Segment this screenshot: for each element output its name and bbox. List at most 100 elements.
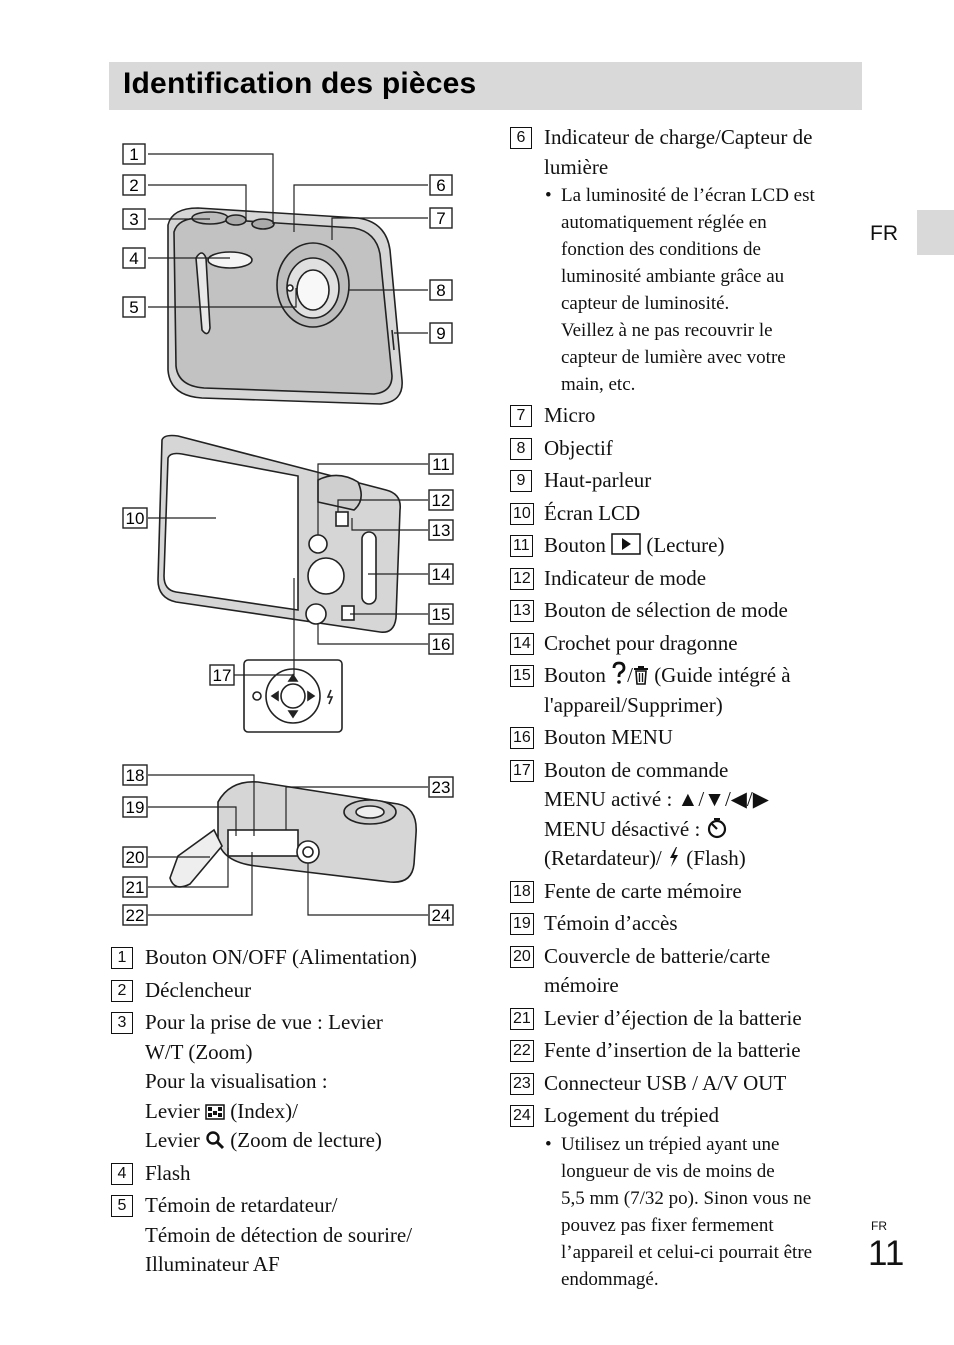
svg-text:7: 7 [436,209,445,228]
callout-22: 22 [122,904,148,926]
language-side-tab [917,210,954,255]
item-number: 16 [510,727,534,749]
item-number: 1 [111,947,133,969]
list-item: 19 Témoin d’accès [510,909,870,939]
svg-text:6: 6 [436,176,445,195]
item-number: 12 [510,567,534,590]
svg-text:19: 19 [126,798,145,817]
item-number: 15 [510,665,534,687]
list-item: 2 Déclencheur [111,976,481,1006]
flash-icon [670,847,679,867]
callout-24: 24 [428,904,454,926]
svg-text:20: 20 [126,848,145,867]
callout-11: 11 [428,453,454,475]
svg-text:24: 24 [432,906,451,925]
camera-diagram: 1 2 3 4 5 6 7 8 9 10 11 12 13 14 15 16 1… [118,140,458,940]
callout-9: 9 [429,322,453,344]
question-icon [612,661,626,684]
svg-text:10: 10 [126,509,145,528]
item-number: 22 [510,1040,534,1062]
svg-text:21: 21 [126,878,145,897]
svg-text:8: 8 [436,281,445,300]
svg-text:3: 3 [129,210,138,229]
item-number: 10 [510,502,534,525]
callout-19: 19 [122,796,148,818]
item-number: 21 [510,1007,534,1030]
list-item: 9 Haut-parleur [510,466,870,496]
list-item: 11 Bouton (Lecture) [510,531,870,561]
play-icon [611,533,641,555]
parts-list-right: 6 Indicateur de charge/Capteur de lumièr… [510,123,870,1293]
svg-text:18: 18 [126,766,145,785]
list-item: 14 Crochet pour dragonne [510,629,870,659]
callout-8: 8 [429,279,453,301]
list-item: 3 Pour la prise de vue : Levier W/T (Zoo… [111,1008,481,1156]
list-item: 15 Bouton / (Guide intégré à l'appareil/… [510,661,870,720]
callout-6: 6 [429,174,453,196]
camera-bottom-view [169,781,417,888]
item-number: 18 [510,880,534,903]
callout-2: 2 [122,174,146,196]
item-number: 20 [510,945,534,968]
callout-5: 5 [122,296,146,318]
list-item: 5 Témoin de retardateur/ Témoin de détec… [111,1191,481,1280]
magnifier-icon [206,1131,225,1150]
item-number: 3 [111,1012,133,1034]
item-number: 2 [111,979,133,1002]
item-number: 6 [510,127,532,149]
list-item: 17 Bouton de commande MENU activé : ▲/▼/… [510,756,870,874]
camera-back-view [157,434,402,634]
list-item: 16 Bouton MENU [510,723,870,753]
parts-list-left: 1 Bouton ON/OFF (Alimentation) 2 Déclenc… [111,943,481,1280]
svg-text:2: 2 [129,176,138,195]
page-title: Identification des pièces [123,67,477,100]
grid-icon [205,1103,225,1120]
callout-23: 23 [428,776,454,798]
svg-text:16: 16 [432,635,451,654]
svg-text:23: 23 [432,778,451,797]
list-item: 1 Bouton ON/OFF (Alimentation) [111,943,481,973]
callout-17: 17 [209,664,235,686]
callout-20: 20 [122,846,148,868]
callout-1: 1 [122,143,146,165]
item-number: 13 [510,600,534,622]
svg-text:9: 9 [436,324,445,343]
item-number: 24 [510,1105,534,1127]
svg-text:11: 11 [432,455,450,474]
camera-diagram-svg: 1 2 3 4 5 6 7 8 9 10 11 12 13 14 15 16 1… [122,143,454,926]
item-number: 4 [111,1162,133,1185]
list-item: 6 Indicateur de charge/Capteur de lumièr… [510,123,870,398]
list-item: 4 Flash [111,1159,481,1189]
item-number: 8 [510,437,532,460]
callout-7: 7 [429,207,453,229]
page-language: FR [871,1219,887,1233]
list-item: 18 Fente de carte mémoire [510,877,870,907]
title-bar: Identification des pièces [109,62,862,110]
callout-18: 18 [122,764,148,786]
svg-text:17: 17 [213,666,232,685]
item-number: 11 [510,535,533,557]
item-number: 5 [111,1195,133,1217]
item-number: 19 [510,913,534,935]
svg-text:12: 12 [432,491,451,510]
svg-text:4: 4 [129,249,138,268]
callout-leader-lines [148,153,428,916]
note: • La luminosité de l’écran LCD est autom… [545,185,815,395]
svg-text:13: 13 [432,521,451,540]
svg-text:14: 14 [432,565,451,584]
page-number: 11 [868,1234,905,1273]
note: • Utilisez un trépied ayant une longueur… [545,1133,813,1290]
list-item: 13 Bouton de sélection de mode [510,596,870,626]
language-tab-label: FR [870,222,898,245]
svg-text:5: 5 [129,298,138,317]
list-item: 23 Connecteur USB / A/V OUT [510,1069,870,1099]
callout-21: 21 [122,876,148,898]
list-item: 21 Levier d’éjection de la batterie [510,1004,870,1034]
list-item: 10 Écran LCD [510,499,870,529]
item-number: 23 [510,1072,534,1095]
item-number: 17 [510,759,534,782]
item-number: 7 [510,405,532,427]
trash-icon [633,666,648,685]
callout-4: 4 [122,247,146,269]
callout-10: 10 [122,507,148,529]
